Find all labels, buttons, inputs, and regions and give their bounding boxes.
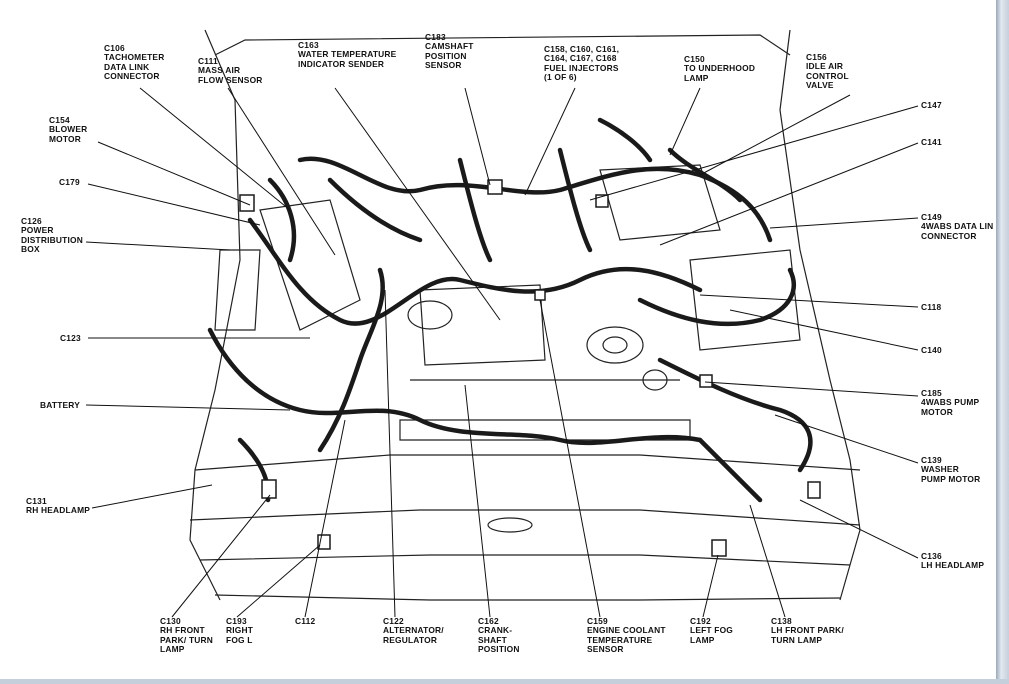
label-c147: C147 xyxy=(921,100,942,110)
label-c123: C123 xyxy=(60,333,81,343)
leader-c192 xyxy=(702,554,719,618)
leader-battery xyxy=(85,404,291,411)
leader-c159 xyxy=(539,299,601,618)
leader-lines xyxy=(85,87,919,618)
leader-c130 xyxy=(171,494,271,618)
label-c118: C118 xyxy=(921,302,942,312)
leader-c147 xyxy=(589,105,919,201)
label-c112: C112 xyxy=(295,616,316,626)
window-frame-bottom xyxy=(0,679,1009,684)
leader-c139 xyxy=(774,414,919,464)
label-c140: C140 xyxy=(921,345,942,355)
leader-c183 xyxy=(464,87,491,186)
leader-c126 xyxy=(85,241,231,251)
leader-c149 xyxy=(769,217,919,229)
leader-c185 xyxy=(704,381,919,397)
leader-c136 xyxy=(799,499,919,559)
label-c141: C141 xyxy=(921,137,942,147)
label-c179: C179 xyxy=(59,177,80,187)
leader-c154 xyxy=(97,141,251,206)
leader-c156 xyxy=(699,94,851,176)
leader-c111 xyxy=(227,87,336,256)
leader-c118 xyxy=(699,294,919,308)
label-battery: BATTERY xyxy=(40,400,81,410)
leader-c193 xyxy=(236,544,321,618)
leader-c112 xyxy=(304,419,346,618)
leader-c106 xyxy=(139,87,291,211)
leader-c150 xyxy=(669,87,701,156)
leader-c122 xyxy=(384,289,396,618)
leader-c131 xyxy=(91,484,213,509)
leader-c141 xyxy=(659,142,919,246)
leader-c140 xyxy=(729,309,919,351)
leader-c158-fuel-injectors xyxy=(524,87,576,196)
vehicle-body-outline xyxy=(189,29,861,601)
wiring-harness xyxy=(207,117,813,503)
connectors xyxy=(239,179,821,557)
window-frame-right xyxy=(996,0,1009,684)
leader-c179 xyxy=(87,183,261,226)
leader-c162 xyxy=(464,384,491,618)
leader-c163 xyxy=(334,87,501,321)
leader-c138 xyxy=(749,504,786,618)
